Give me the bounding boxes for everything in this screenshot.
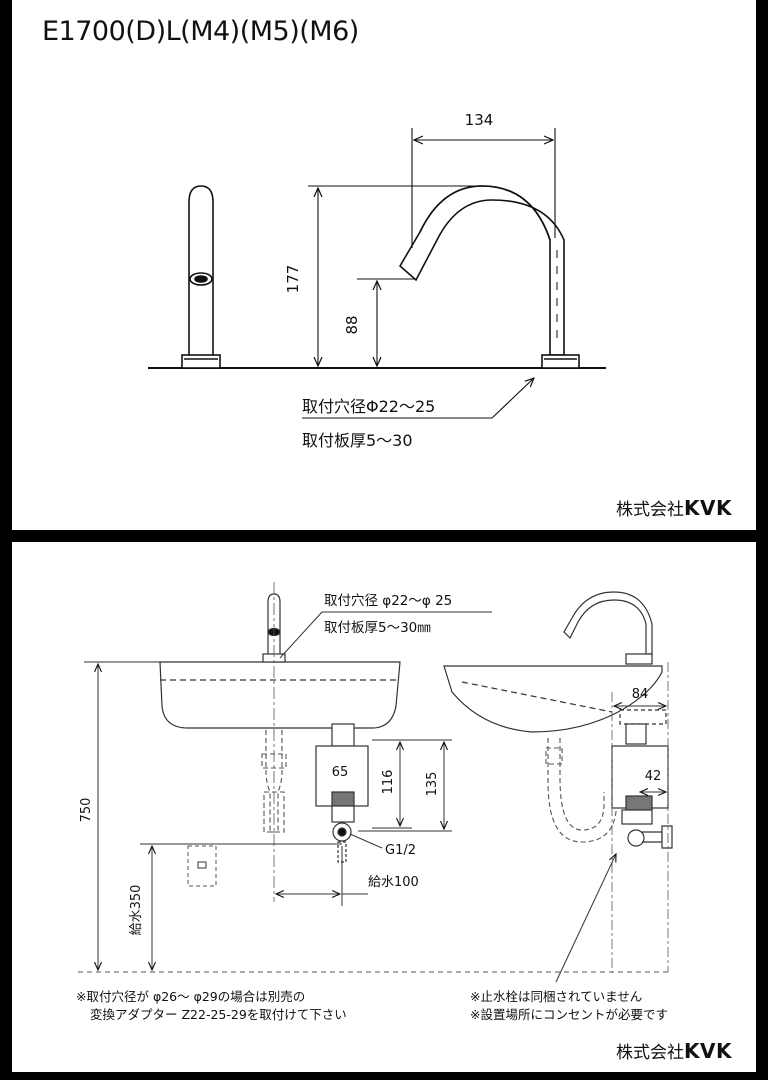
- plate-thickness-label: 取付板厚5〜30: [302, 431, 413, 450]
- dim-350: [140, 843, 342, 970]
- bottom-hole-diameter: 取付穴径 φ22〜φ 25: [324, 593, 452, 609]
- basin-side-view: [443, 665, 663, 733]
- model-title: E1700(D)L(M4)(M5)(M6): [42, 16, 359, 47]
- kvk-logo: 株式会社KVK: [616, 496, 732, 520]
- supply-100-label: 給水100: [368, 875, 419, 890]
- dim-350-label: 給水350: [129, 885, 144, 936]
- stop-valve-leader: [555, 854, 616, 983]
- mounting-leader-line: [302, 378, 534, 419]
- dim-84-label: 84: [632, 687, 649, 702]
- mounting-leader: [279, 611, 492, 659]
- installation-drawing: 65 750 給水350 116 135: [78, 582, 673, 983]
- bottom-plate-thickness: 取付板厚5〜30㎜: [324, 620, 431, 636]
- dim-65-label: 65: [332, 765, 349, 780]
- dim-135: [358, 739, 452, 832]
- dim-42-label: 42: [645, 769, 662, 784]
- faucet-side-view: [398, 185, 580, 369]
- note-left-line-1: ※取付穴径が φ26〜 φ29の場合は別売の: [76, 989, 306, 1004]
- g12-label: G1/2: [385, 843, 416, 858]
- control-unit-side: [611, 709, 673, 849]
- dim-116: [372, 739, 412, 829]
- hole-diameter-label: 取付穴径Φ22〜25: [302, 397, 435, 416]
- dimension-134-label: 134: [465, 111, 494, 129]
- drain-trap-side: [545, 738, 617, 843]
- note-left-line-2: 変換アダプター Z22-25-29を取付けて下さい: [90, 1007, 347, 1022]
- dimension-177-label: 177: [284, 265, 302, 294]
- dim-supply-100: [276, 846, 368, 906]
- faucet-front-view: [181, 185, 221, 369]
- dim-135-label: 135: [425, 772, 440, 797]
- control-unit: [315, 723, 369, 863]
- note-right: ※止水栓は同梱されていません ※設置場所にコンセントが必要です: [470, 988, 668, 1024]
- dim-116-label: 116: [381, 770, 396, 795]
- note-right-line-1: ※止水栓は同梱されていません: [470, 989, 643, 1004]
- dimension-134: [411, 128, 556, 248]
- front-side-view-panel: E1700(D)L(M4)(M5)(M6): [12, 0, 756, 530]
- faucet-side-small: [563, 591, 653, 665]
- dim-750-label: 750: [79, 798, 94, 823]
- kvk-logo-bottom: 株式会社KVK: [616, 1039, 732, 1063]
- faucet-side-drawing: 134 177 88 取付穴径Φ22〜25 取付板厚5〜30: [148, 111, 606, 450]
- note-left: ※取付穴径が φ26〜 φ29の場合は別売の 変換アダプター Z22-25-29…: [76, 988, 347, 1024]
- drain-trap-front: [261, 730, 287, 833]
- dimension-88: [357, 278, 417, 366]
- note-right-line-2: ※設置場所にコンセントが必要です: [470, 1007, 668, 1022]
- dimension-177: [308, 185, 478, 366]
- dim-750: [84, 661, 160, 970]
- dimension-88-label: 88: [343, 315, 361, 334]
- basin-front-view: [159, 661, 401, 729]
- installation-view-panel: 65 750 給水350 116 135: [12, 542, 756, 1072]
- power-outlet: [187, 845, 217, 887]
